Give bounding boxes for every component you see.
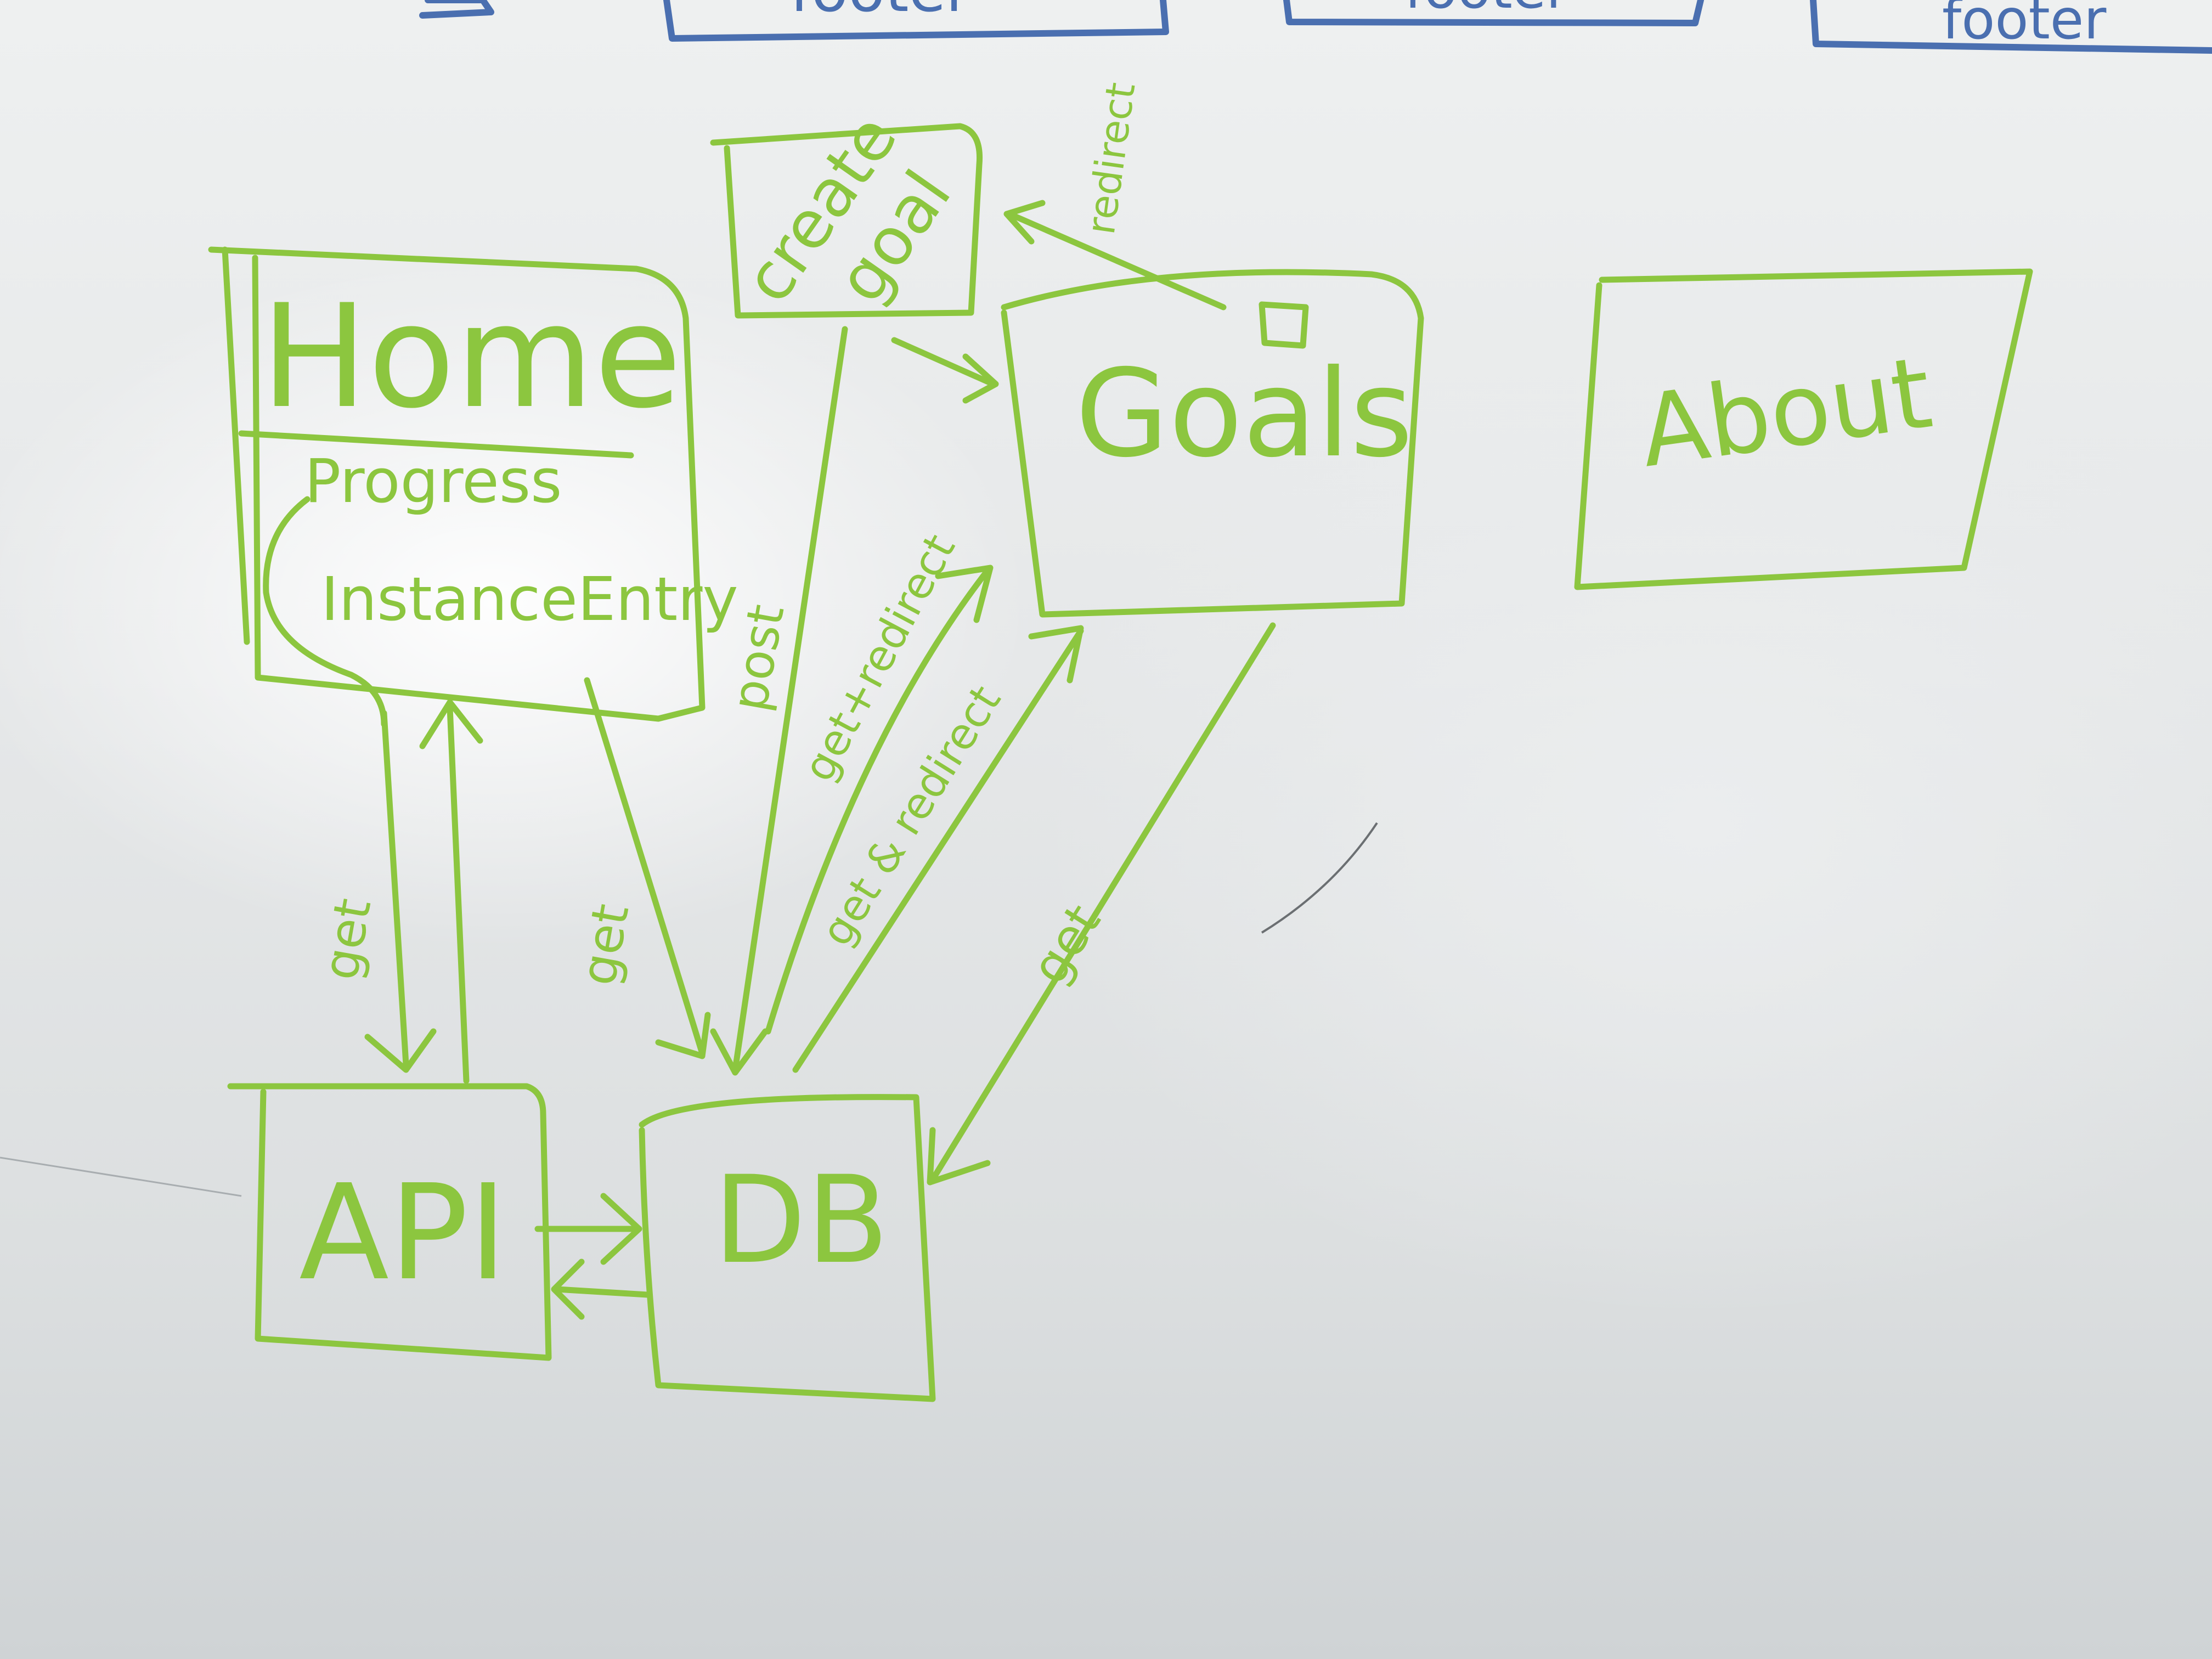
- edge-create-goal-to-db: post: [710, 326, 848, 1076]
- edge-home-to-db: get: [569, 677, 711, 1059]
- about-title: About: [1633, 336, 1938, 490]
- goals-node: Goals: [1001, 269, 1424, 618]
- home-item-instance-entry: InstanceEntry: [321, 564, 738, 634]
- footer-label-4: footer: [1942, 0, 2107, 52]
- footer-label-3: footer: [1404, 0, 1569, 21]
- edge-create-goal-to-goals: [891, 337, 999, 404]
- edge-label-redirect: redirect: [1077, 80, 1144, 237]
- footer-box-3: footer: [1283, 0, 1704, 26]
- home-node: Home Progress InstanceEntry: [208, 246, 738, 727]
- edge-home-to-api: get: [312, 710, 437, 1073]
- db-node: DB: [639, 1094, 936, 1402]
- edge-db-to-api: [551, 1259, 651, 1320]
- edge-label-home-api: get: [312, 894, 382, 984]
- footer-box-1: [419, 0, 494, 19]
- footer-box-4: footer: [1810, 0, 2212, 54]
- stray-mark: [1261, 822, 1378, 934]
- edge-label-home-db: get: [569, 900, 640, 990]
- goals-title: Goals: [1075, 343, 1413, 484]
- db-title: DB: [713, 1150, 889, 1290]
- about-node: About: [1574, 268, 2033, 590]
- footer-label-2: footer: [790, 0, 971, 25]
- home-title: Home: [261, 274, 682, 440]
- api-title: API: [299, 1156, 507, 1310]
- edge-api-to-db: [534, 1193, 642, 1265]
- footer-box-2: footer: [663, 0, 1169, 42]
- stray-mark-2: [0, 1156, 242, 1197]
- home-item-progress: Progress: [304, 446, 562, 516]
- create-goal-node: create goal: [710, 101, 983, 319]
- api-node: API: [227, 1083, 552, 1361]
- edge-api-to-home: [419, 699, 483, 1084]
